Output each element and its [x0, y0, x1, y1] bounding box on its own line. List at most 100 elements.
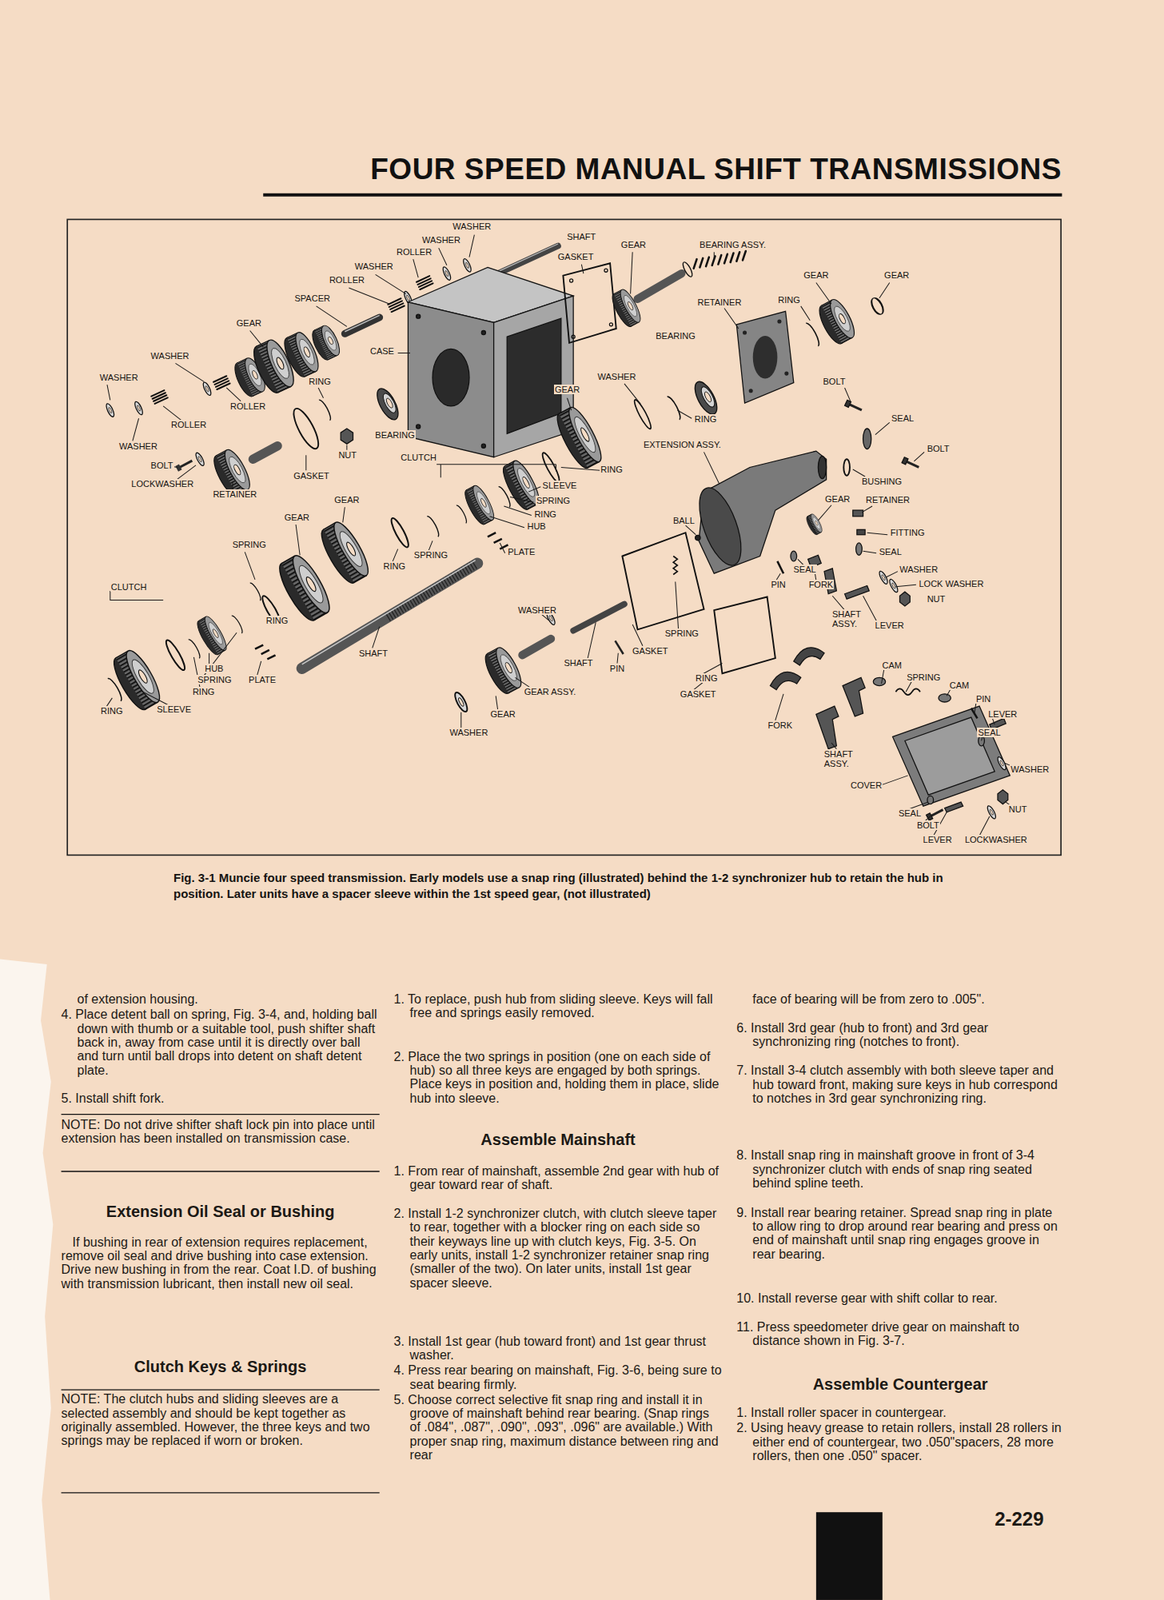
input-shaft-parts [681, 260, 694, 278]
part-label: GEAR [883, 270, 910, 280]
part-label: SPRING [905, 672, 941, 682]
part-label: CAM [881, 660, 903, 670]
extension-parts [777, 561, 784, 574]
mainshaft-parts [163, 637, 188, 672]
input-shaft-parts [551, 251, 885, 472]
extension-parts [695, 534, 701, 540]
part-label: RETAINER [865, 494, 911, 505]
transmission-case [506, 318, 562, 434]
reverse-idler-parts [522, 638, 551, 655]
input-shaft-parts [551, 403, 606, 472]
extension-parts [899, 591, 910, 606]
part-label: GEAR [283, 512, 311, 523]
input-shaft-parts [753, 335, 778, 379]
page-rules [61, 1491, 380, 1493]
part-label: FITTING [889, 527, 926, 538]
figure-caption: Fig. 3-1 Muncie four speed transmission.… [173, 869, 981, 902]
body-text: of extension housing. [61, 992, 380, 1006]
transmission-case [571, 334, 575, 339]
extension-parts [845, 399, 864, 413]
part-label: SEAL [793, 564, 818, 575]
transmission-case [481, 443, 486, 448]
numbered-step: 1. To replace, push hub from sliding sle… [394, 992, 723, 1021]
countergear-parts [201, 381, 212, 397]
part-label: BEARING [654, 330, 697, 341]
part-label: SPRING [231, 539, 268, 550]
page-rules [263, 193, 1062, 197]
extension-parts [621, 532, 704, 630]
note-text: NOTE: The clutch hubs and sliding sleeve… [61, 1391, 380, 1448]
countergear-parts [344, 314, 379, 331]
part-label: GEAR [620, 239, 647, 250]
input-shaft-parts [814, 296, 859, 347]
numbered-step: 5. Install shift fork. [61, 1091, 380, 1105]
part-label: PLATE [506, 546, 536, 557]
part-label: SHAFT [566, 231, 597, 242]
numbered-step: 3. Install 1st gear (hub toward front) a… [394, 1334, 723, 1363]
part-label: PLATE [247, 674, 277, 685]
extension-parts [817, 455, 826, 479]
part-label: PIN [609, 663, 626, 674]
section-heading: Assemble Countergear [736, 1374, 1065, 1394]
part-label: CLUTCH [110, 582, 148, 592]
countergear-parts [213, 375, 231, 390]
numbered-step: 2. Install 1-2 synchronizer clutch, with… [394, 1206, 723, 1290]
part-label: GASKET [679, 689, 718, 699]
mainshaft-parts [302, 560, 476, 665]
part-label: WASHER [448, 727, 489, 738]
mainshaft-parts [273, 551, 335, 626]
part-label: BALL [672, 515, 696, 526]
part-label: SEAL [890, 413, 915, 423]
part-label: GEAR [235, 318, 263, 328]
transmission-case [416, 424, 421, 429]
part-label: WASHER [451, 221, 492, 232]
extension-parts [853, 510, 864, 517]
part-label: NUT [1008, 804, 1029, 814]
part-label: RING [382, 561, 407, 571]
numbered-step: 6. Install 3rd gear (hub to front) and 3… [736, 1020, 1065, 1049]
numbered-step: 2. Using heavy grease to retain rollers,… [736, 1420, 1065, 1463]
part-label: CLUTCH [399, 452, 438, 463]
body-text: face of bearing will be from zero to .00… [736, 992, 1065, 1006]
extension-parts [901, 457, 921, 471]
part-label: SEAL [976, 727, 1001, 738]
extension-parts [790, 550, 798, 562]
mainshaft-parts [250, 582, 264, 601]
part-label: RING [694, 673, 719, 683]
part-label: WASHER [517, 605, 558, 615]
side-cover-parts [895, 688, 921, 695]
part-label: GASKET [631, 645, 670, 656]
part-label: SLEEVE [542, 480, 579, 491]
mainshaft-parts [194, 613, 231, 658]
extension-parts [888, 578, 900, 594]
part-label: BOLT [150, 460, 175, 471]
transmission-case [416, 314, 421, 319]
mainshaft-parts [194, 451, 206, 467]
part-label: WASHER [354, 261, 395, 272]
side-cover-parts [816, 705, 839, 750]
part-label: GEAR [802, 270, 830, 280]
extension-parts [673, 556, 678, 575]
page-rules [816, 1511, 883, 1600]
part-label: BOLT [822, 376, 847, 387]
countergear-parts [104, 402, 116, 419]
mainshaft-parts [188, 637, 203, 658]
part-label: LOCKWASHER [964, 834, 1029, 845]
side-cover-parts [944, 801, 964, 813]
mainshaft-parts [426, 514, 441, 537]
countergear-parts [494, 246, 559, 276]
side-cover-parts [938, 693, 951, 702]
part-label: LEVER [987, 709, 1018, 719]
transmission-case [432, 348, 470, 406]
side-cover-parts [769, 647, 1010, 821]
mainshaft-parts [255, 645, 276, 660]
part-label: SLEEVE [155, 704, 192, 714]
mainshaft-parts [231, 613, 245, 633]
part-label: ROLLER [229, 401, 267, 411]
part-label: NUT [926, 593, 947, 604]
reverse-idler-parts [480, 644, 526, 697]
part-label: SHAFT ASSY. [823, 749, 861, 769]
mainshaft-parts [388, 516, 411, 550]
input-shaft-parts [632, 398, 654, 431]
part-label: LOCKWASHER [130, 478, 195, 489]
